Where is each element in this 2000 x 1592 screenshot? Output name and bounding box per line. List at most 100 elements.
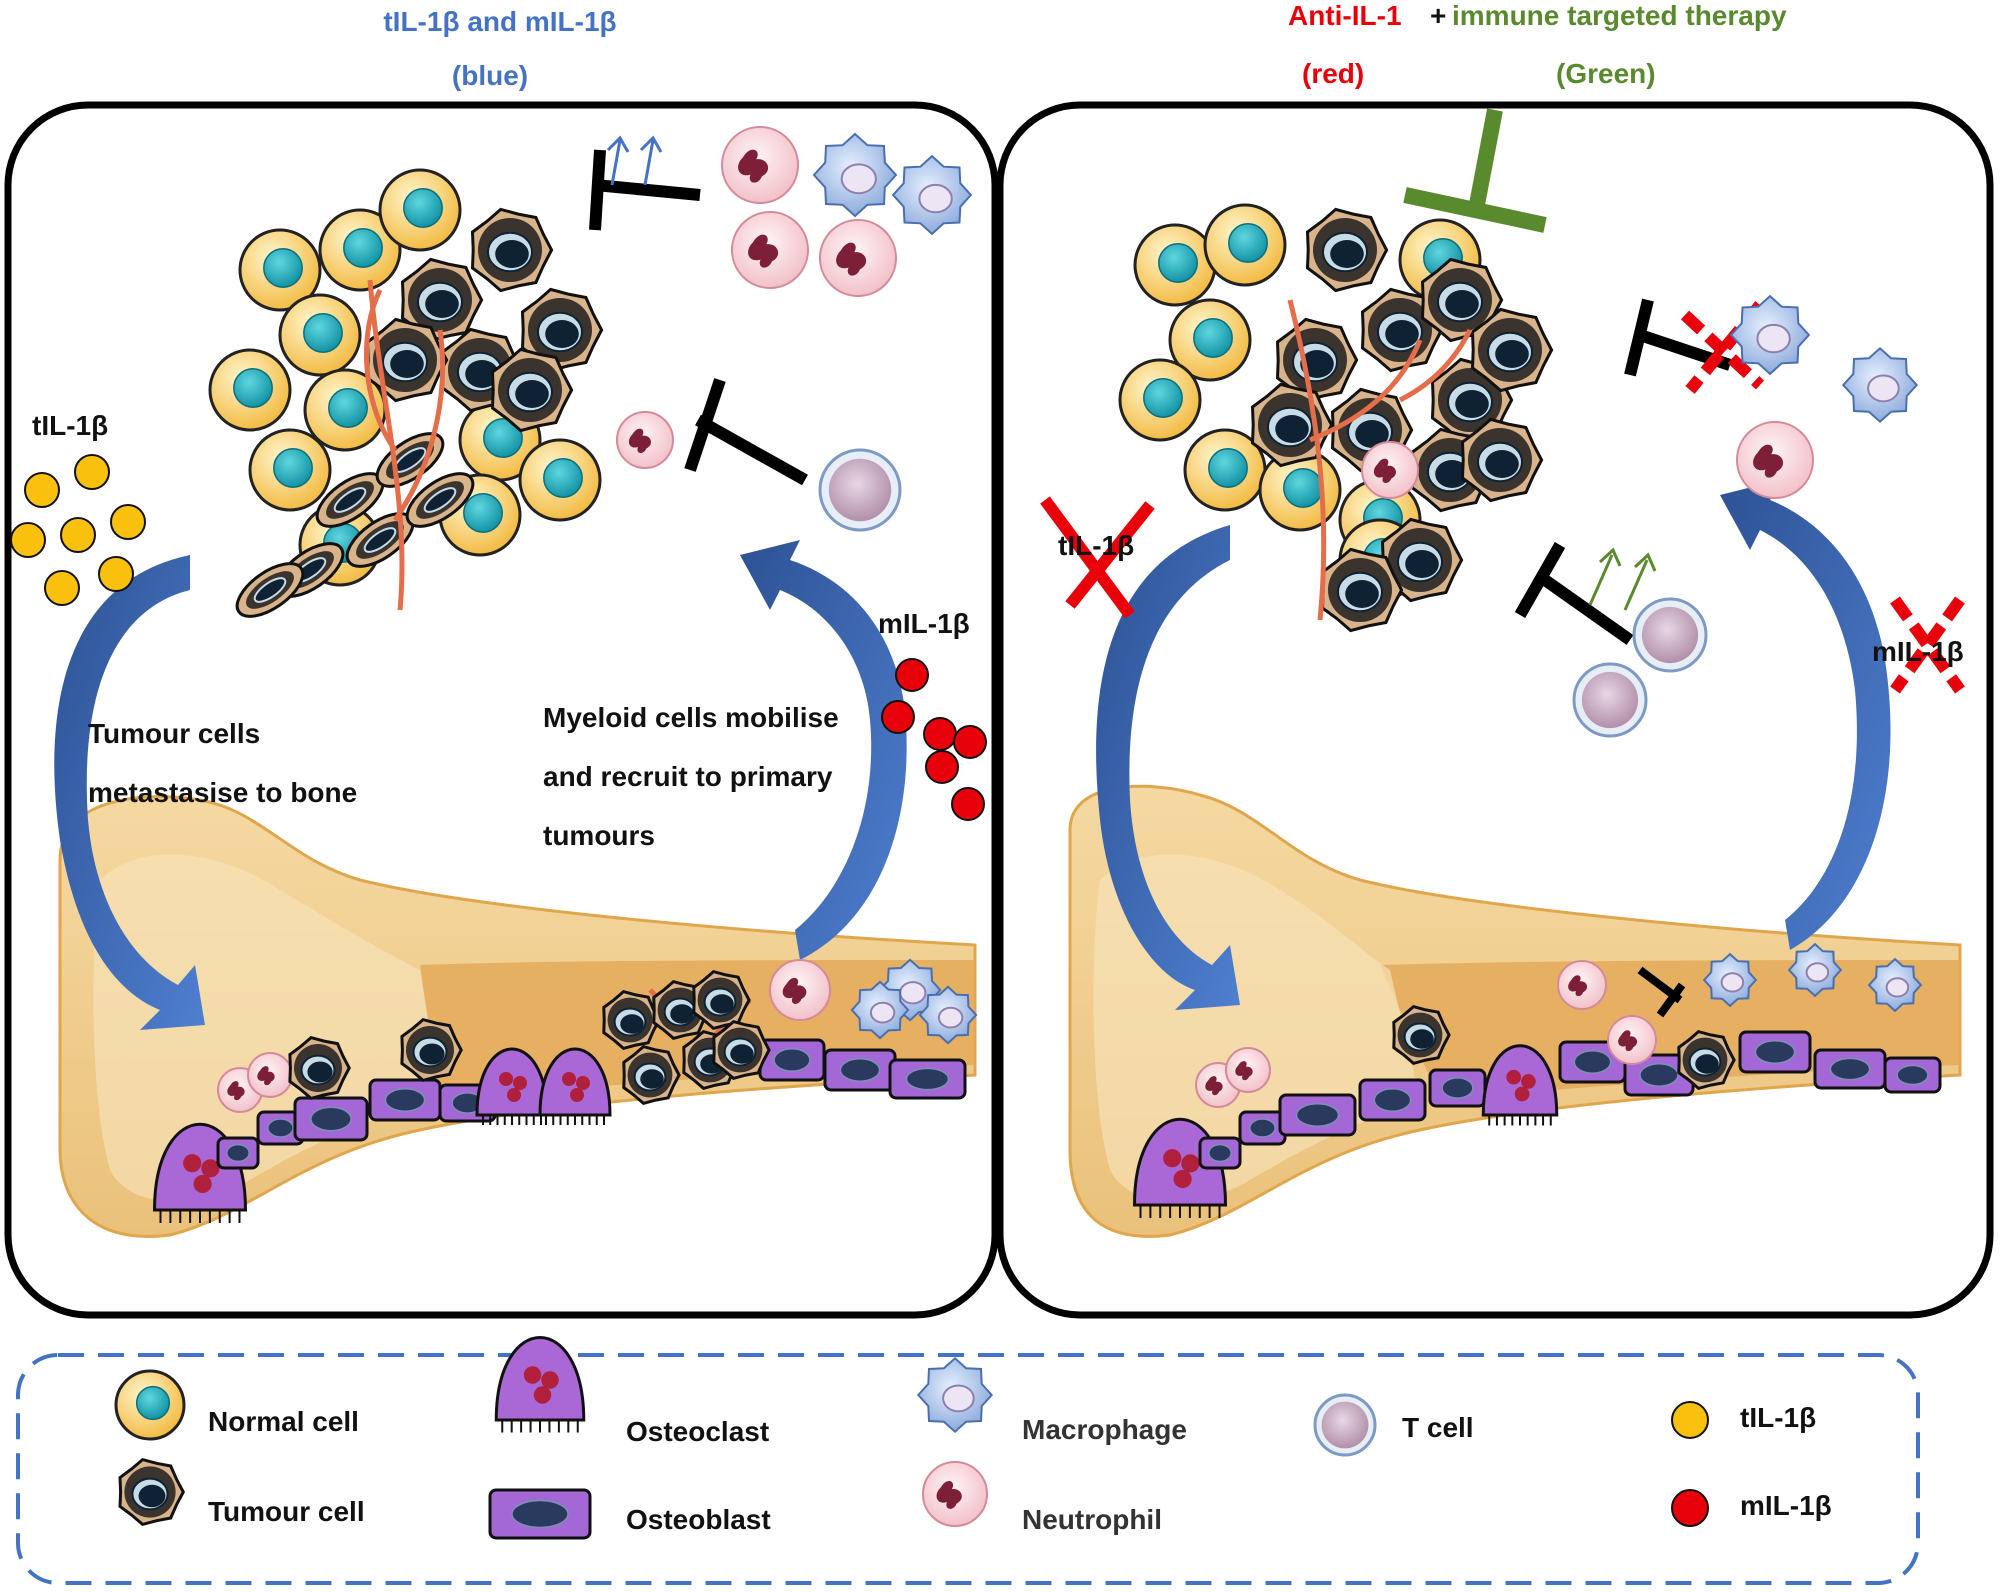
right-sub-red: (red) xyxy=(1302,58,1365,89)
osteoblast xyxy=(293,1096,369,1142)
normal-cell xyxy=(518,438,602,522)
left-panel-frame xyxy=(4,101,999,1319)
tumour-cell xyxy=(365,317,449,403)
normal-cell xyxy=(1118,358,1202,442)
til-dot xyxy=(98,556,134,592)
tumour-cell xyxy=(622,1044,681,1106)
macrophage xyxy=(891,154,973,236)
right-down-arrow xyxy=(1096,525,1240,1010)
legend-box xyxy=(16,1353,1920,1585)
right-tumour-cluster xyxy=(1118,203,1554,633)
up-arrows-blue xyxy=(606,135,663,186)
tumour-cell xyxy=(405,472,475,528)
tumour-cell xyxy=(490,347,574,433)
left-down-arrow xyxy=(54,555,205,1030)
right-title-red: Anti-IL-1 xyxy=(1288,0,1402,31)
mil-dot xyxy=(895,658,929,692)
osteoclast xyxy=(494,1336,586,1433)
legend-macrophage: Macrophage xyxy=(1022,1414,1187,1445)
osteoblast xyxy=(216,1136,260,1170)
mil-dot xyxy=(925,750,959,784)
right-inhibitor-tcell xyxy=(1514,542,1634,645)
normal-cell xyxy=(248,428,332,512)
macrophage xyxy=(1787,942,1843,998)
normal-cell xyxy=(208,348,292,432)
osteoblast xyxy=(1558,1040,1627,1084)
osteoblast xyxy=(1358,1078,1427,1122)
tumour-cell xyxy=(1305,207,1389,293)
macrophage xyxy=(1867,957,1923,1013)
osteoblast xyxy=(888,1058,967,1100)
tumour-cell xyxy=(1677,1029,1736,1091)
left-mil-label: mIL-1β xyxy=(878,608,970,639)
osteoblast xyxy=(1238,1110,1287,1146)
til-dot xyxy=(10,522,46,558)
left-inhibitor-mid xyxy=(684,378,808,486)
legend-icons xyxy=(114,1336,1709,1540)
neutrophil xyxy=(1607,1015,1657,1065)
normal-cell xyxy=(318,208,402,292)
osteoblast xyxy=(823,1048,897,1092)
osteoblast xyxy=(488,1488,592,1540)
neutrophil xyxy=(731,211,809,289)
mil-dot xyxy=(923,717,957,751)
osteoblast xyxy=(1198,1136,1242,1170)
osteoclast xyxy=(475,1047,549,1125)
osteoblast xyxy=(368,1078,442,1122)
left-title: tIL-1β and mIL-1β xyxy=(383,6,617,37)
t-cell xyxy=(1572,662,1648,738)
tumour-cell xyxy=(400,1017,463,1083)
macrophage xyxy=(1841,346,1919,424)
left-up-arrow xyxy=(740,540,907,960)
right-mil-label: mIL-1β xyxy=(1872,636,1964,667)
osteoblast xyxy=(1883,1056,1942,1094)
macrophage xyxy=(1702,952,1758,1008)
normal-cell xyxy=(114,1369,186,1441)
til-dot xyxy=(44,570,80,606)
neutrophil xyxy=(922,1461,988,1527)
t-cell xyxy=(1632,597,1708,673)
neutrophil xyxy=(1557,960,1607,1010)
left-inhibitor-top xyxy=(589,149,701,231)
t-cell xyxy=(818,448,902,532)
right-panel-frame xyxy=(996,101,1994,1319)
mil-dot xyxy=(951,787,985,821)
t-cell xyxy=(1313,1393,1377,1457)
left-til-label: tIL-1β xyxy=(32,410,109,441)
legend-til: tIL-1β xyxy=(1740,1402,1817,1433)
legend-mil: mIL-1β xyxy=(1740,1490,1832,1521)
normal-cell xyxy=(378,168,462,252)
osteoblast xyxy=(1738,1030,1812,1074)
up-arrows-green xyxy=(1588,547,1657,611)
osteoclast xyxy=(1481,1044,1559,1126)
neutrophil xyxy=(616,411,674,469)
left-subtitle: (blue) xyxy=(451,60,529,91)
neutrophil xyxy=(769,959,831,1021)
right-sub-green: (Green) xyxy=(1556,58,1656,89)
tumour-text-1: Tumour cells xyxy=(88,718,261,749)
normal-cell xyxy=(1183,428,1267,512)
tumour-cell xyxy=(1380,517,1464,603)
til-dot xyxy=(24,472,60,508)
macrophage xyxy=(850,980,910,1040)
normal-cell xyxy=(1203,203,1287,287)
tumour-cell xyxy=(118,1457,185,1527)
tumour-cell xyxy=(1460,417,1544,503)
tumour-cell xyxy=(470,207,554,293)
myeloid-text-3: tumours xyxy=(543,820,655,851)
macrophage xyxy=(918,985,978,1045)
tumour-cell xyxy=(235,562,305,618)
right-til-label: tIL-1β xyxy=(1058,530,1135,561)
osteoblast xyxy=(1278,1093,1357,1137)
immune-cells xyxy=(616,126,1919,738)
osteoclast xyxy=(538,1047,612,1125)
tumour-cell xyxy=(1420,257,1504,343)
therapy-inhibitor xyxy=(1403,108,1547,233)
tumour-cell xyxy=(692,969,751,1031)
legend-neutrophil: Neutrophil xyxy=(1022,1504,1162,1535)
right-inhibitor-bone xyxy=(1637,966,1686,1018)
tumour-cell xyxy=(602,989,661,1051)
osteoblast xyxy=(1428,1068,1487,1108)
neutrophil xyxy=(247,1052,293,1098)
cross-til xyxy=(1040,496,1155,619)
